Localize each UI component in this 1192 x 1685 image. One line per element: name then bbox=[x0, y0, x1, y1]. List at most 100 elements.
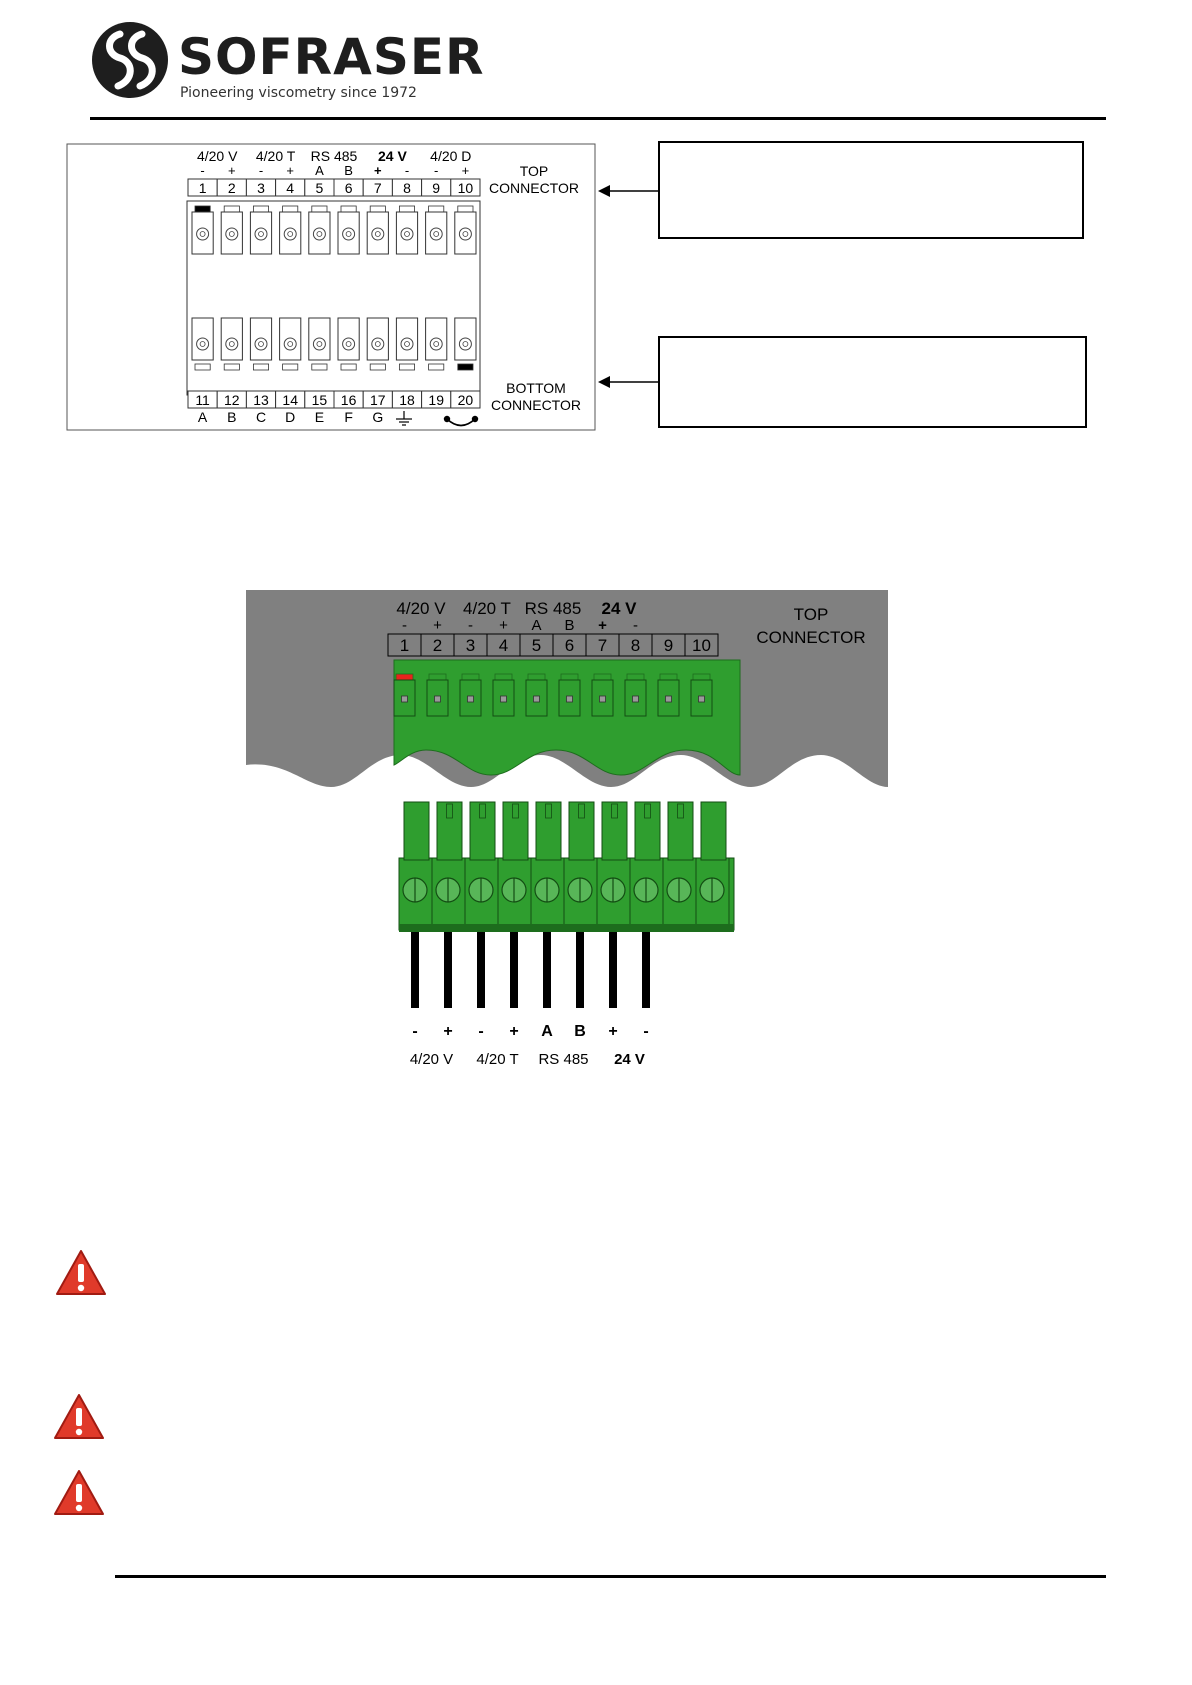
pin-number: 6 bbox=[565, 636, 574, 655]
top-polarity-label: - bbox=[259, 163, 263, 178]
plug-finger bbox=[634, 801, 661, 861]
terminal-cap bbox=[252, 363, 269, 371]
bottom-pin-letter: D bbox=[285, 409, 295, 425]
finger-slot bbox=[644, 803, 651, 819]
top-polarity-label: A bbox=[315, 163, 324, 178]
terminal-screw bbox=[395, 205, 419, 255]
header-contact bbox=[698, 695, 705, 703]
header-contact bbox=[434, 695, 441, 703]
screw-head bbox=[199, 341, 206, 347]
screw-head bbox=[258, 231, 264, 237]
top-pin-number: 10 bbox=[458, 180, 474, 196]
screw-icon bbox=[283, 227, 297, 241]
wire-polarity-label: - bbox=[643, 1023, 648, 1040]
header-cap bbox=[560, 673, 579, 681]
screw-icon bbox=[458, 337, 472, 351]
wire bbox=[642, 932, 650, 1008]
bottom-pin-number: 12 bbox=[224, 392, 240, 408]
polarity-label: + bbox=[598, 617, 607, 634]
plug-finger bbox=[502, 801, 529, 861]
bottom-pin-letter: B bbox=[227, 409, 236, 425]
screw-icon bbox=[283, 337, 297, 351]
sofraser-logo-icon bbox=[92, 22, 168, 98]
screw-head bbox=[228, 341, 235, 347]
top-pin-number: 2 bbox=[228, 180, 236, 196]
top-pin-number: 7 bbox=[374, 180, 382, 196]
polarizing-key bbox=[395, 673, 414, 681]
callout-arrows bbox=[598, 185, 658, 388]
terminal-cap bbox=[252, 205, 269, 213]
bottom-pin-cell bbox=[450, 390, 481, 409]
wire bbox=[444, 932, 452, 1008]
screw-icon bbox=[458, 227, 472, 241]
header-cap bbox=[461, 673, 480, 681]
pin-number: 7 bbox=[598, 636, 607, 655]
screw-head bbox=[287, 341, 294, 347]
screw-head bbox=[404, 231, 410, 237]
screw-head bbox=[345, 341, 352, 347]
top-connector-label-line1: TOP bbox=[520, 163, 549, 179]
screw-head bbox=[228, 231, 235, 237]
top-polarity-label: + bbox=[228, 163, 236, 178]
terminal-screw bbox=[249, 317, 273, 371]
bottom-connector-label-line2: CONNECTOR bbox=[491, 397, 581, 413]
screw-head bbox=[287, 231, 294, 237]
terminal-screw bbox=[454, 205, 477, 255]
screw-icon bbox=[342, 337, 356, 351]
terminal-cap bbox=[428, 205, 445, 213]
plug-finger bbox=[667, 801, 694, 861]
header-rule bbox=[90, 117, 1106, 120]
polarity-label: - bbox=[633, 617, 638, 634]
polarity-label: B bbox=[564, 617, 574, 634]
terminal-screw bbox=[366, 205, 389, 255]
wire-polarity-label: + bbox=[509, 1023, 518, 1040]
terminal-cap bbox=[282, 363, 299, 371]
terminal-cap bbox=[398, 363, 415, 371]
finger-slot bbox=[512, 803, 519, 819]
screw-icon bbox=[429, 337, 443, 351]
polarity-label: - bbox=[402, 617, 407, 634]
header-cap bbox=[428, 673, 447, 681]
header-cap bbox=[659, 673, 678, 681]
wire-polarity-label: A bbox=[541, 1023, 553, 1040]
terminal-screw bbox=[454, 317, 477, 371]
terminal-screw bbox=[337, 205, 360, 255]
screw-head bbox=[404, 341, 410, 347]
screw-icon bbox=[400, 227, 414, 241]
bottom-connector-callout-box bbox=[658, 336, 1087, 428]
pin-number: 3 bbox=[466, 636, 475, 655]
screw-head bbox=[433, 231, 440, 237]
top-polarity-label: + bbox=[286, 163, 294, 178]
screw-icon bbox=[196, 337, 210, 351]
top-group-label: 4/20 V bbox=[197, 148, 238, 164]
warning-triangle-icon bbox=[54, 1394, 104, 1439]
screw-icon bbox=[225, 337, 239, 351]
header-contact bbox=[401, 695, 408, 703]
polarity-label: A bbox=[531, 617, 541, 634]
screw-icon bbox=[312, 337, 326, 351]
header-contact bbox=[566, 695, 573, 703]
terminal-screw bbox=[279, 205, 302, 255]
terminal-cap bbox=[311, 363, 328, 371]
finger-slot bbox=[611, 803, 618, 819]
plug-finger bbox=[436, 801, 463, 861]
screw-icon bbox=[254, 227, 268, 241]
header-contact bbox=[599, 695, 606, 703]
top-group-label: 24 V bbox=[378, 148, 407, 164]
screw-head bbox=[316, 231, 323, 237]
bottom-pin-number: 20 bbox=[458, 392, 474, 408]
terminal-screw bbox=[249, 205, 273, 255]
polarizing-key bbox=[194, 205, 211, 213]
terminal-cap bbox=[340, 205, 357, 213]
header-contact bbox=[500, 695, 507, 703]
top-group-label: RS 485 bbox=[311, 148, 358, 164]
group-label: 4/20 T bbox=[463, 599, 511, 618]
finger-slot bbox=[578, 803, 585, 819]
terminal-cap bbox=[223, 205, 240, 213]
top-connector-label-line2: CONNECTOR bbox=[489, 180, 579, 196]
brand-tagline: Pioneering viscometry since 1972 bbox=[180, 85, 417, 101]
finger-slot bbox=[545, 803, 552, 819]
terminal-cap bbox=[398, 205, 415, 213]
wire-group-label: 4/20 T bbox=[476, 1051, 518, 1068]
bottom-pin-number: 11 bbox=[195, 392, 210, 408]
